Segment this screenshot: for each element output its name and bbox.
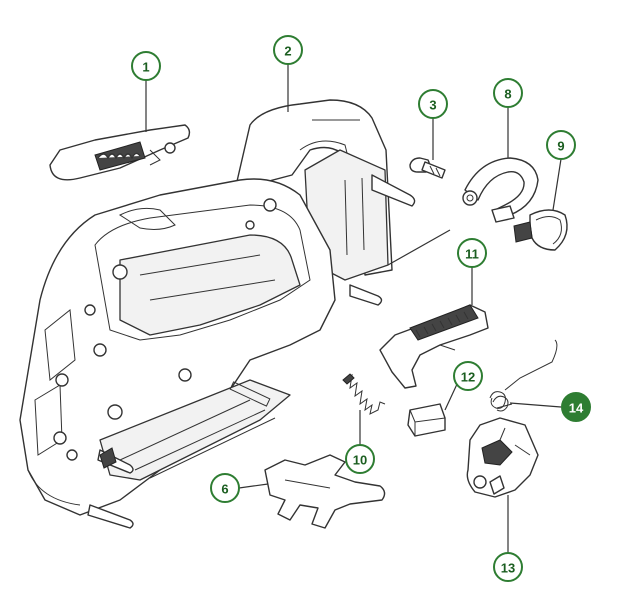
throttle-lock-part [49,124,191,181]
bracket-part [264,454,386,529]
torsion-spring-part [489,339,558,412]
leader-lines [145,64,562,553]
callout-12-label: 12 [461,370,475,385]
callout-11: 11 [457,238,487,268]
callout-9-label: 9 [557,139,564,154]
callout-10: 10 [345,444,375,474]
compression-spring-part [342,373,386,415]
clip-part [513,209,568,251]
callout-11-label: 11 [465,247,479,262]
callout-6-label: 6 [221,482,228,497]
callout-13: 13 [493,552,523,582]
callout-3: 3 [418,89,448,119]
callout-1: 1 [131,51,161,81]
handle-housing-part [19,99,416,529]
shackle-part [462,157,539,223]
callout-12: 12 [453,361,483,391]
throttle-trigger-part [379,304,489,389]
callout-8: 8 [493,78,523,108]
screw-part [409,157,446,179]
callout-3-label: 3 [429,98,436,113]
callout-10-label: 10 [353,453,367,468]
block-part [407,403,446,437]
callout-2: 2 [273,35,303,65]
callout-14-label: 14 [569,401,584,416]
callout-6: 6 [210,473,240,503]
callout-9: 9 [546,130,576,160]
callout-1-label: 1 [142,60,149,75]
callout-13-label: 13 [501,561,515,576]
callout-2-label: 2 [284,44,291,59]
callout-14: 14 [561,392,591,422]
lever-assembly-part [466,417,539,498]
callout-8-label: 8 [504,87,511,102]
